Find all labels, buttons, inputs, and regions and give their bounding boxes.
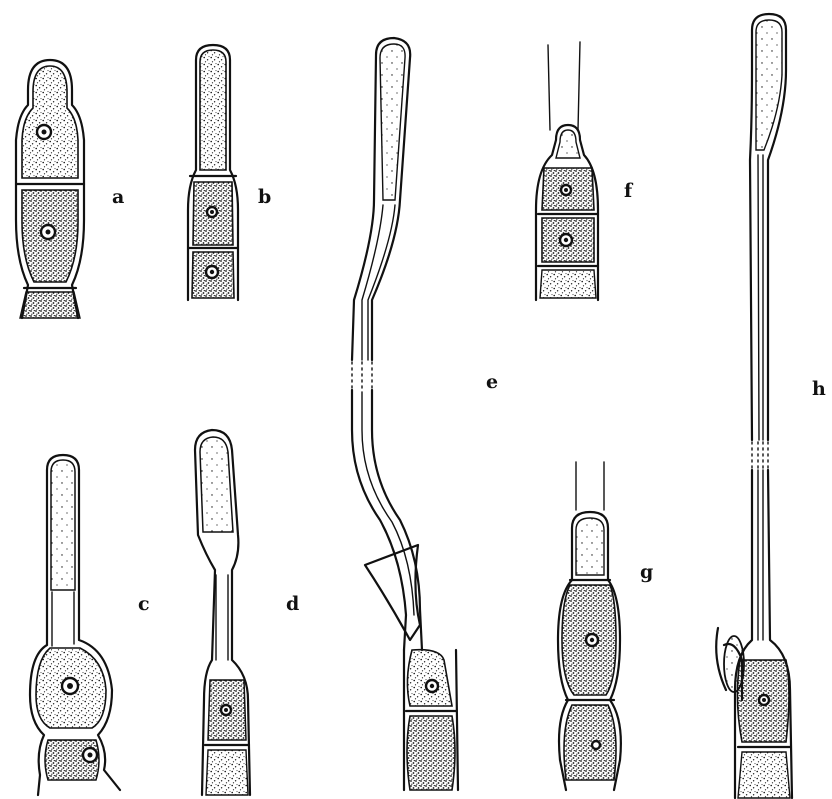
panel-a: a [16, 60, 124, 318]
panel-a-upper-cell [22, 66, 78, 178]
panel-f-apical-cell [556, 130, 580, 158]
panel-c: c [30, 455, 150, 795]
panel-h: h [716, 14, 826, 798]
panel-b-label: b [258, 186, 271, 208]
panel-g: g [558, 462, 653, 790]
panel-f-lower-cell [540, 270, 596, 298]
panel-f-label: f [624, 180, 634, 202]
panel-a-lower-cell [20, 292, 80, 318]
panel-e-middle-cell [407, 650, 452, 706]
panel-c-label: c [138, 593, 150, 615]
panel-d-label: d [286, 593, 299, 615]
panel-e: e [352, 38, 498, 790]
panel-h-lower-cell [738, 752, 790, 798]
panel-h-label: h [812, 378, 826, 400]
panel-g-apical-cell [576, 518, 604, 575]
panel-d-lower-cell [206, 750, 248, 795]
panel-f: f [536, 42, 634, 300]
panel-g-lower-cell [564, 705, 616, 780]
panel-a-label: a [112, 186, 124, 208]
panel-e-lower-cell [407, 716, 455, 790]
panel-b: b [188, 45, 271, 300]
panel-d: d [195, 430, 299, 795]
panel-e-label: e [486, 371, 498, 393]
panel-b-apical-cell [200, 50, 226, 170]
panel-g-label: g [640, 561, 653, 583]
panel-d-apical-cell [200, 437, 233, 532]
panel-c-tube-cell [51, 460, 75, 590]
